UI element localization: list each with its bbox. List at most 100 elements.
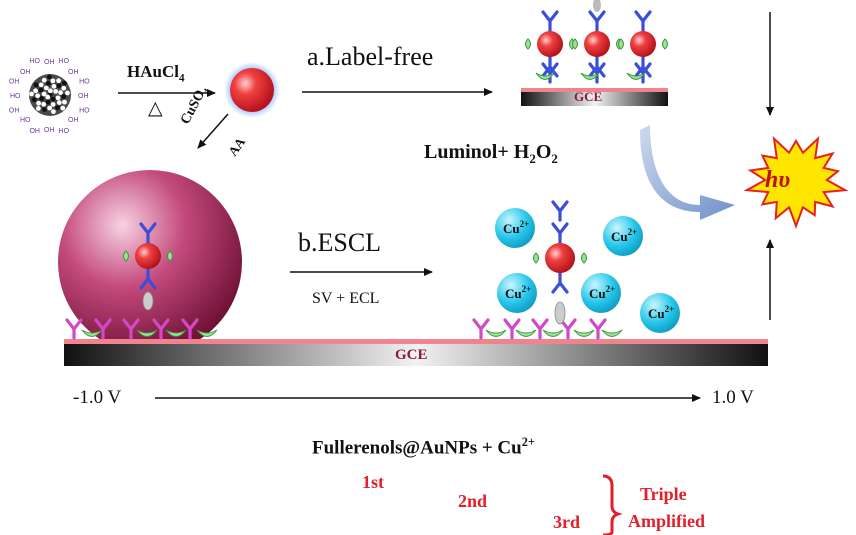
- cuso4-arrow: [197, 113, 229, 149]
- gold-particle-icon: [545, 243, 575, 273]
- carbon-atom-dot: [45, 94, 51, 100]
- antibody-icon: [559, 318, 577, 340]
- carbon-atom-dot: [50, 78, 56, 84]
- carbon-atom-dot: [36, 100, 42, 106]
- cu-ion: Cu2+: [495, 208, 535, 248]
- antibody-icon: [181, 318, 199, 340]
- carbon-atom-dot: [50, 102, 56, 107]
- carbon-atom-dot: [38, 87, 44, 93]
- antigen-icon: [542, 329, 564, 337]
- carbon-atom-dot: [33, 82, 39, 88]
- cu-ion-label: Cu2+: [648, 304, 674, 321]
- carbon-atom-dot: [56, 83, 62, 89]
- caption: Fullerenols@AuNPs + Cu2+: [312, 435, 535, 459]
- gce-bottom-label: GCE: [395, 347, 428, 363]
- antibody-icon: [634, 10, 652, 33]
- top-electrode: [521, 88, 668, 106]
- antigen-icon: [573, 329, 595, 337]
- antigen-icon: [81, 329, 103, 337]
- luminol-label: Luminol+ H2O2: [424, 141, 558, 166]
- hv-starburst: [743, 135, 849, 229]
- carbon-atom-dot: [50, 96, 56, 102]
- amplified-label: Amplified: [628, 511, 706, 531]
- gce-top-label: GCE: [574, 89, 603, 104]
- carbon-atom-dot: [55, 105, 61, 110]
- antibody-icon: [65, 318, 83, 340]
- third-label: 3rd: [553, 512, 580, 532]
- bottom-electrode-antibodies: [65, 318, 623, 340]
- hv-label: hυ: [765, 167, 791, 193]
- oh-group-label: OH: [68, 69, 79, 76]
- antigen-icon: [515, 329, 537, 337]
- antigen-icon: [626, 72, 646, 80]
- carbon-atom-dot: [47, 88, 53, 94]
- oh-group-label: HO: [59, 128, 70, 135]
- oh-group-label: OH: [78, 93, 89, 100]
- escl-immunocomplex: [533, 200, 587, 325]
- carbon-atom-dot: [62, 99, 67, 105]
- antibody-icon: [541, 55, 559, 78]
- antibody-icon: [551, 222, 569, 245]
- gold-particle-icon: [630, 31, 656, 57]
- cu-ion-label: Cu2+: [505, 284, 531, 301]
- antibody-icon: [503, 318, 521, 340]
- carbon-atom-dot: [62, 80, 67, 86]
- carbon-atom-dot: [45, 81, 51, 86]
- carbon-atom-dot: [61, 94, 67, 99]
- potential-start: -1.0 V: [73, 387, 122, 408]
- carbon-atom-dot: [65, 90, 70, 96]
- antibody-icon: [152, 318, 170, 340]
- antibody-icon: [139, 222, 157, 245]
- antibody-icon: [472, 318, 490, 340]
- cu-ion-label: Cu2+: [611, 227, 637, 244]
- carbon-atom-dot: [47, 105, 53, 111]
- carbon-atom-dot: [38, 82, 44, 88]
- oh-group-label: HO: [10, 93, 21, 100]
- carbon-atom-dot: [41, 107, 47, 112]
- carbon-atom-dot: [61, 85, 67, 91]
- antigen-icon: [580, 72, 600, 80]
- carbon-atom-dot: [35, 106, 41, 111]
- oh-group-label: HO: [59, 58, 70, 65]
- oh-group-label: HO: [79, 108, 90, 115]
- nanoparticle-probe: [123, 222, 173, 290]
- antibody-icon: [588, 55, 606, 78]
- carbon-atom-dot: [47, 74, 52, 80]
- carbon-atom-dot: [58, 90, 63, 95]
- antigen-icon: [601, 329, 623, 337]
- carbon-atom-dot: [51, 83, 57, 89]
- oh-group-label: OH: [68, 117, 79, 124]
- potential-end: 1.0 V: [712, 387, 754, 408]
- label-wing-icon: [662, 38, 668, 50]
- first-label: 1st: [362, 472, 384, 492]
- oh-group-label: HO: [20, 117, 31, 124]
- bottom-electrode: [64, 339, 768, 366]
- sv-ecl-label: SV + ECL: [312, 290, 380, 307]
- antibody-icon: [139, 267, 157, 290]
- carbon-atom-dot: [39, 96, 45, 101]
- escl-label: b.ESCL: [298, 228, 382, 257]
- cu-ion-group: Cu2+ Cu2+ Cu2+ Cu2+ Cu2+: [495, 208, 680, 333]
- label-wing-icon: [123, 250, 129, 262]
- antigen-icon: [165, 329, 187, 337]
- nanoparticle-probe: [533, 222, 587, 294]
- oh-group-label: HO: [79, 78, 90, 85]
- carbon-atom-dot: [55, 95, 61, 101]
- heat-symbol: △: [148, 98, 163, 119]
- nanoparticle-probe: [572, 10, 622, 78]
- antibody-icon: [588, 10, 606, 33]
- carbon-atom-dot: [53, 88, 59, 94]
- nanoparticle-probe: [525, 10, 575, 78]
- antigen-icon: [196, 329, 218, 337]
- cu-ion: Cu2+: [640, 293, 680, 333]
- top-electrode-assembly: [525, 0, 668, 84]
- label-free-label: a.Label-free: [307, 42, 434, 71]
- antibody-icon: [541, 10, 559, 33]
- cu-ion-label: Cu2+: [589, 284, 615, 301]
- carbon-atom-dot: [50, 109, 56, 115]
- carbon-atom-dot: [60, 105, 66, 111]
- label-wing-icon: [525, 38, 531, 50]
- gold-particle-icon: [135, 243, 161, 269]
- carbon-atom-dot: [41, 91, 47, 97]
